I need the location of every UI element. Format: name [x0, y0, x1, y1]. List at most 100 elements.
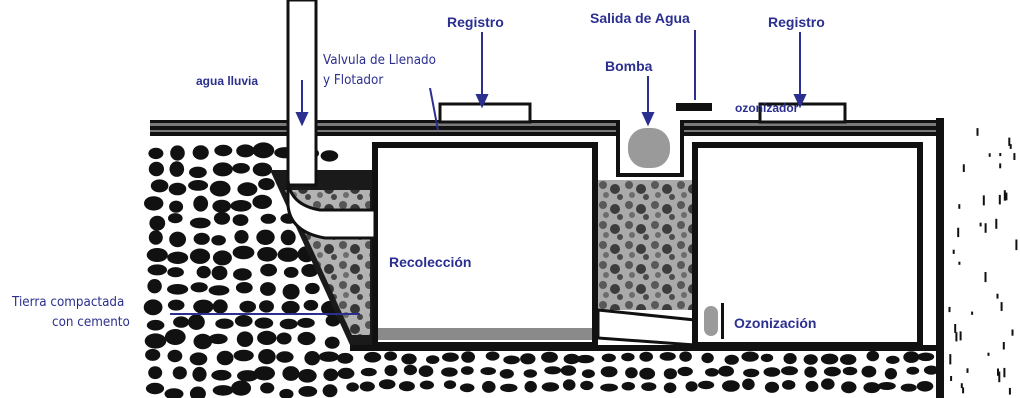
rock	[149, 215, 166, 231]
rock	[705, 368, 719, 377]
rock	[146, 319, 165, 331]
rock	[804, 366, 817, 378]
speck	[997, 368, 999, 376]
rock	[877, 382, 896, 390]
rock	[196, 265, 211, 279]
rock	[234, 230, 249, 244]
rock	[254, 317, 274, 329]
rock	[147, 264, 167, 276]
rock	[820, 353, 839, 365]
rock	[718, 365, 734, 377]
rock	[169, 161, 185, 177]
rock	[685, 381, 698, 392]
rock	[418, 365, 434, 378]
rock	[842, 366, 858, 376]
rock	[359, 381, 375, 392]
rock	[193, 232, 210, 245]
rock	[760, 353, 774, 363]
label-ozonizador: ozonizador	[735, 101, 799, 115]
rock	[231, 380, 252, 396]
rock	[325, 314, 341, 327]
rock	[279, 388, 294, 398]
speck	[984, 223, 987, 233]
rock	[639, 351, 653, 362]
rock	[297, 331, 316, 346]
label-salida-agua: Salida de Agua	[590, 10, 690, 26]
rock	[403, 364, 417, 376]
rock	[212, 250, 232, 266]
rock	[322, 384, 338, 398]
rock	[401, 353, 417, 365]
rock	[193, 299, 214, 314]
rock	[192, 366, 207, 382]
right-wall	[936, 118, 944, 398]
rock	[148, 147, 164, 160]
rock	[276, 332, 292, 345]
speck	[958, 261, 961, 265]
rock	[541, 351, 558, 363]
speck	[998, 371, 1001, 383]
rock	[803, 354, 818, 365]
rock	[214, 144, 233, 157]
rock	[523, 369, 537, 378]
rock	[167, 267, 184, 278]
rock	[253, 366, 275, 381]
rock	[252, 142, 275, 159]
speck	[1003, 190, 1006, 201]
speck	[952, 249, 955, 254]
filter-chamber	[598, 180, 695, 310]
rock	[208, 285, 230, 296]
speck	[959, 331, 962, 341]
rock	[679, 351, 692, 362]
rock	[337, 352, 354, 364]
rock	[398, 381, 415, 392]
ozonizer-device	[704, 306, 718, 336]
rock	[168, 213, 183, 224]
rock	[763, 367, 781, 377]
speck	[971, 311, 974, 315]
rock	[378, 379, 396, 390]
rock	[805, 380, 819, 392]
rock	[236, 331, 254, 348]
rock	[212, 299, 228, 314]
rock	[886, 355, 900, 364]
rock	[234, 315, 253, 327]
rock	[236, 144, 255, 158]
rock	[172, 366, 187, 380]
pump	[628, 128, 670, 168]
rock	[211, 235, 226, 246]
rock	[677, 366, 693, 377]
rock	[419, 380, 434, 390]
speck	[976, 128, 979, 136]
rock	[173, 316, 190, 328]
rock	[167, 284, 189, 295]
rock	[298, 369, 317, 383]
rock	[233, 268, 252, 281]
rock	[239, 300, 256, 313]
label-tierra-line2: con cemento	[52, 315, 130, 330]
rock	[167, 251, 189, 264]
rock	[384, 351, 397, 361]
rock	[503, 355, 520, 365]
rock	[482, 380, 496, 393]
rock	[318, 351, 339, 362]
rock	[520, 353, 536, 365]
speck	[949, 354, 952, 365]
label-bomba: Bomba	[605, 58, 653, 74]
rock	[360, 367, 377, 377]
rock	[257, 330, 277, 345]
rock	[282, 283, 300, 300]
rock	[459, 383, 475, 393]
rock	[384, 365, 398, 377]
speck	[979, 222, 982, 227]
rock	[442, 352, 459, 362]
rock	[621, 381, 635, 391]
rock	[639, 367, 656, 380]
rock	[279, 318, 298, 330]
speck	[982, 195, 985, 206]
rock	[562, 379, 576, 391]
rock	[148, 161, 164, 177]
rock	[281, 300, 300, 315]
rock	[212, 199, 231, 213]
rock	[252, 162, 273, 177]
